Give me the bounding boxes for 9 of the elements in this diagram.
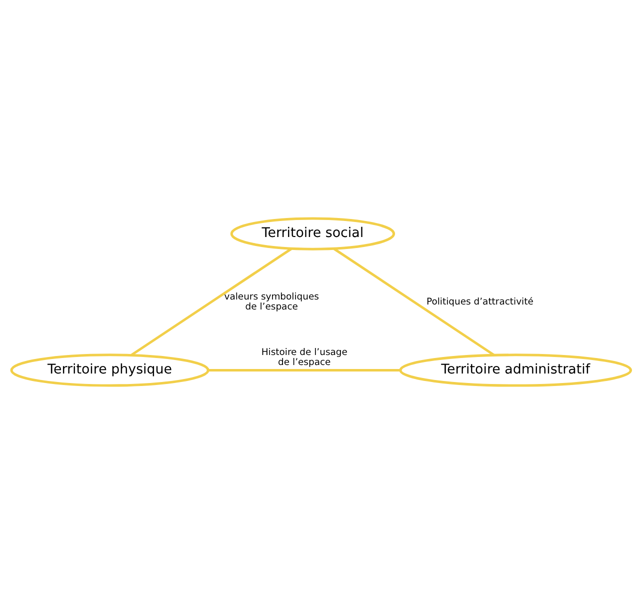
node-ellipse: Territoire social: [230, 217, 396, 250]
node-ellipse: Territoire physique: [10, 354, 210, 387]
node-ellipse: Territoire administratif: [399, 354, 632, 387]
edge-label: Politiques d’attractivité: [426, 296, 534, 308]
connector: [130, 248, 292, 356]
connector: [333, 248, 495, 356]
edge-label: Histoire de l’usage de l’espace: [261, 346, 348, 368]
connector: [208, 368, 400, 372]
edge-label: valeurs symboliques de l’espace: [224, 291, 319, 312]
